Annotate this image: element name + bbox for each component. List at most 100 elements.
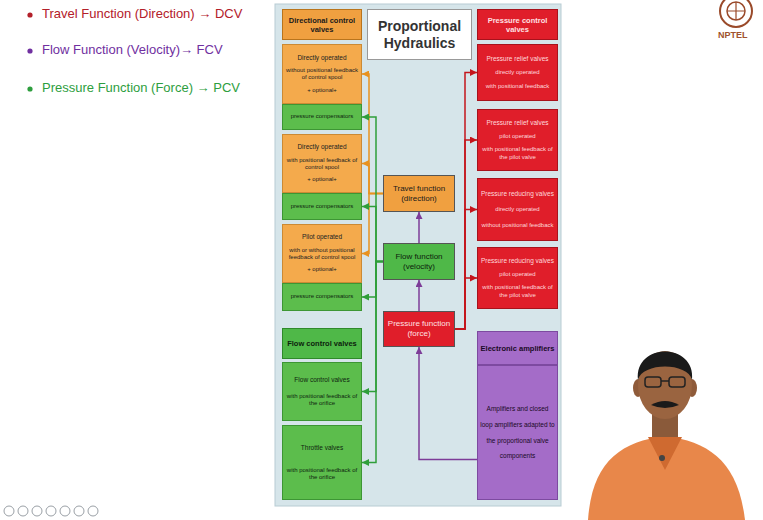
node-text: directly operated <box>495 206 539 213</box>
control-icon <box>32 506 42 516</box>
node-text: Amplifiers and closed loop amplifiers ad… <box>480 401 555 463</box>
node-text: with positional feedback of the pilot va… <box>480 146 555 160</box>
player-controls <box>4 506 98 516</box>
node-text: Flow control valves <box>294 376 349 384</box>
connector <box>362 262 383 298</box>
presenter-collar <box>648 437 682 470</box>
node-text: Pressure function (force) <box>386 319 452 338</box>
connector <box>455 210 477 330</box>
control-icon <box>74 506 84 516</box>
logo-ring <box>720 0 752 27</box>
amplifier-box: Amplifiers and closed loop amplifiers ad… <box>477 365 558 500</box>
valve-box: Pressure relief valves directly operated w… <box>477 44 558 101</box>
option-box: pressure compensators <box>282 193 362 220</box>
presenter-head <box>638 351 692 419</box>
group-header: Directional control valves <box>282 9 362 40</box>
node-text: without positional feedback of control s… <box>285 67 359 81</box>
connector <box>362 194 383 254</box>
connector <box>362 164 383 194</box>
valve-box: Throttle valves with positional feedback … <box>282 425 362 500</box>
node-text: Directly operated <box>297 143 346 151</box>
valve-box: Flow control valves with positional feedb… <box>282 362 362 421</box>
group-header: Pressure control valves <box>477 9 558 40</box>
connector <box>419 347 477 460</box>
diagram-panel <box>275 4 561 506</box>
bullet-dot <box>27 86 32 91</box>
connector <box>418 280 420 311</box>
function-box: Flow function (velocity) <box>383 243 455 280</box>
node-text: pressure compensators <box>291 203 354 210</box>
valve-box: Pressure reducing valves directly operate… <box>477 178 558 241</box>
node-text: with positional feedback of the pilot va… <box>480 284 555 298</box>
option-box: pressure compensators <box>282 283 362 311</box>
connector <box>455 278 477 329</box>
node-text: Pressure reducing valves <box>481 257 554 265</box>
node-text: pressure compensators <box>291 113 354 120</box>
group-header: Flow control valves <box>282 328 362 359</box>
node-text: Pressure relief valves <box>486 55 548 63</box>
valve-box: Pressure relief valves pilot operated with… <box>477 109 558 171</box>
node-text: directly operated <box>495 69 539 76</box>
node-text: with positional feedback <box>486 83 550 90</box>
node-text: Pressure relief valves <box>486 119 548 127</box>
connector <box>362 74 383 194</box>
node-text: Flow function (velocity) <box>386 252 452 271</box>
node-text: with positional feedback of control spoo… <box>285 157 359 171</box>
control-icon <box>46 506 56 516</box>
connector <box>362 207 383 262</box>
node-text: pilot operated <box>499 133 535 140</box>
valve-box: Pressure reducing valves pilot operated wi… <box>477 247 558 309</box>
connector <box>455 140 477 329</box>
control-icon <box>18 506 28 516</box>
control-icon <box>4 506 14 516</box>
logo-spoke <box>727 2 745 20</box>
connector <box>362 262 383 463</box>
node-text: with positional feedback of the orifice <box>285 393 359 407</box>
bullet-text: Flow Function (Velocity)→ FCV <box>42 42 223 58</box>
logo-ring <box>727 2 745 20</box>
function-box: Pressure function (force) <box>383 311 455 347</box>
bullet-dot <box>27 48 32 53</box>
node-text: Pilot operated <box>302 233 342 241</box>
node-text: + optional+ <box>307 176 337 183</box>
bullet-dot <box>27 12 32 17</box>
node-text: Proportional Hydraulics <box>370 18 469 52</box>
node-text: Pressure control valves <box>480 16 555 34</box>
node-text: Electronic amplifiers <box>481 344 555 353</box>
node-text: with or without positional feedback of c… <box>285 247 359 261</box>
bullet-text: Pressure Function (Force) → PCV <box>42 80 240 96</box>
bullet-text: Travel Function (Direction) → DCV <box>42 6 242 22</box>
connector <box>418 212 420 243</box>
logo-emblem <box>720 0 752 27</box>
node-text: pressure compensators <box>291 293 354 300</box>
node-text: Flow control valves <box>287 339 357 348</box>
presenter-glasses <box>661 380 669 382</box>
node-text: pilot operated <box>499 271 535 278</box>
node-text: Travel function (direction) <box>386 184 452 203</box>
valve-box: Directly operated with positional feedbac… <box>282 134 362 193</box>
node-text: without positional feedback <box>481 222 553 229</box>
valve-box: Directly operatedwithout positional feed… <box>282 44 362 104</box>
title-box: Proportional Hydraulics <box>367 9 472 60</box>
control-icon <box>60 506 70 516</box>
node-text: with positional feedback of the orifice <box>285 467 359 481</box>
presenter <box>588 351 745 520</box>
node-text: + optional+ <box>307 266 337 273</box>
function-box: Travel function (direction) <box>383 175 455 212</box>
presenter-mic <box>659 455 665 461</box>
connector <box>362 262 383 392</box>
valve-box: Pilot operated with or without positional… <box>282 224 362 283</box>
presenter-hair <box>638 352 692 381</box>
node-text: Throttle valves <box>301 444 343 452</box>
presenter-glasses <box>645 377 661 387</box>
group-header: Electronic amplifiers <box>477 331 558 365</box>
presenter-glasses <box>669 377 685 387</box>
presenter-shirt <box>588 436 745 520</box>
connector <box>362 117 383 262</box>
control-icon <box>88 506 98 516</box>
logo-text: NPTEL <box>718 30 748 41</box>
node-text: Pressure reducing valves <box>481 190 554 198</box>
